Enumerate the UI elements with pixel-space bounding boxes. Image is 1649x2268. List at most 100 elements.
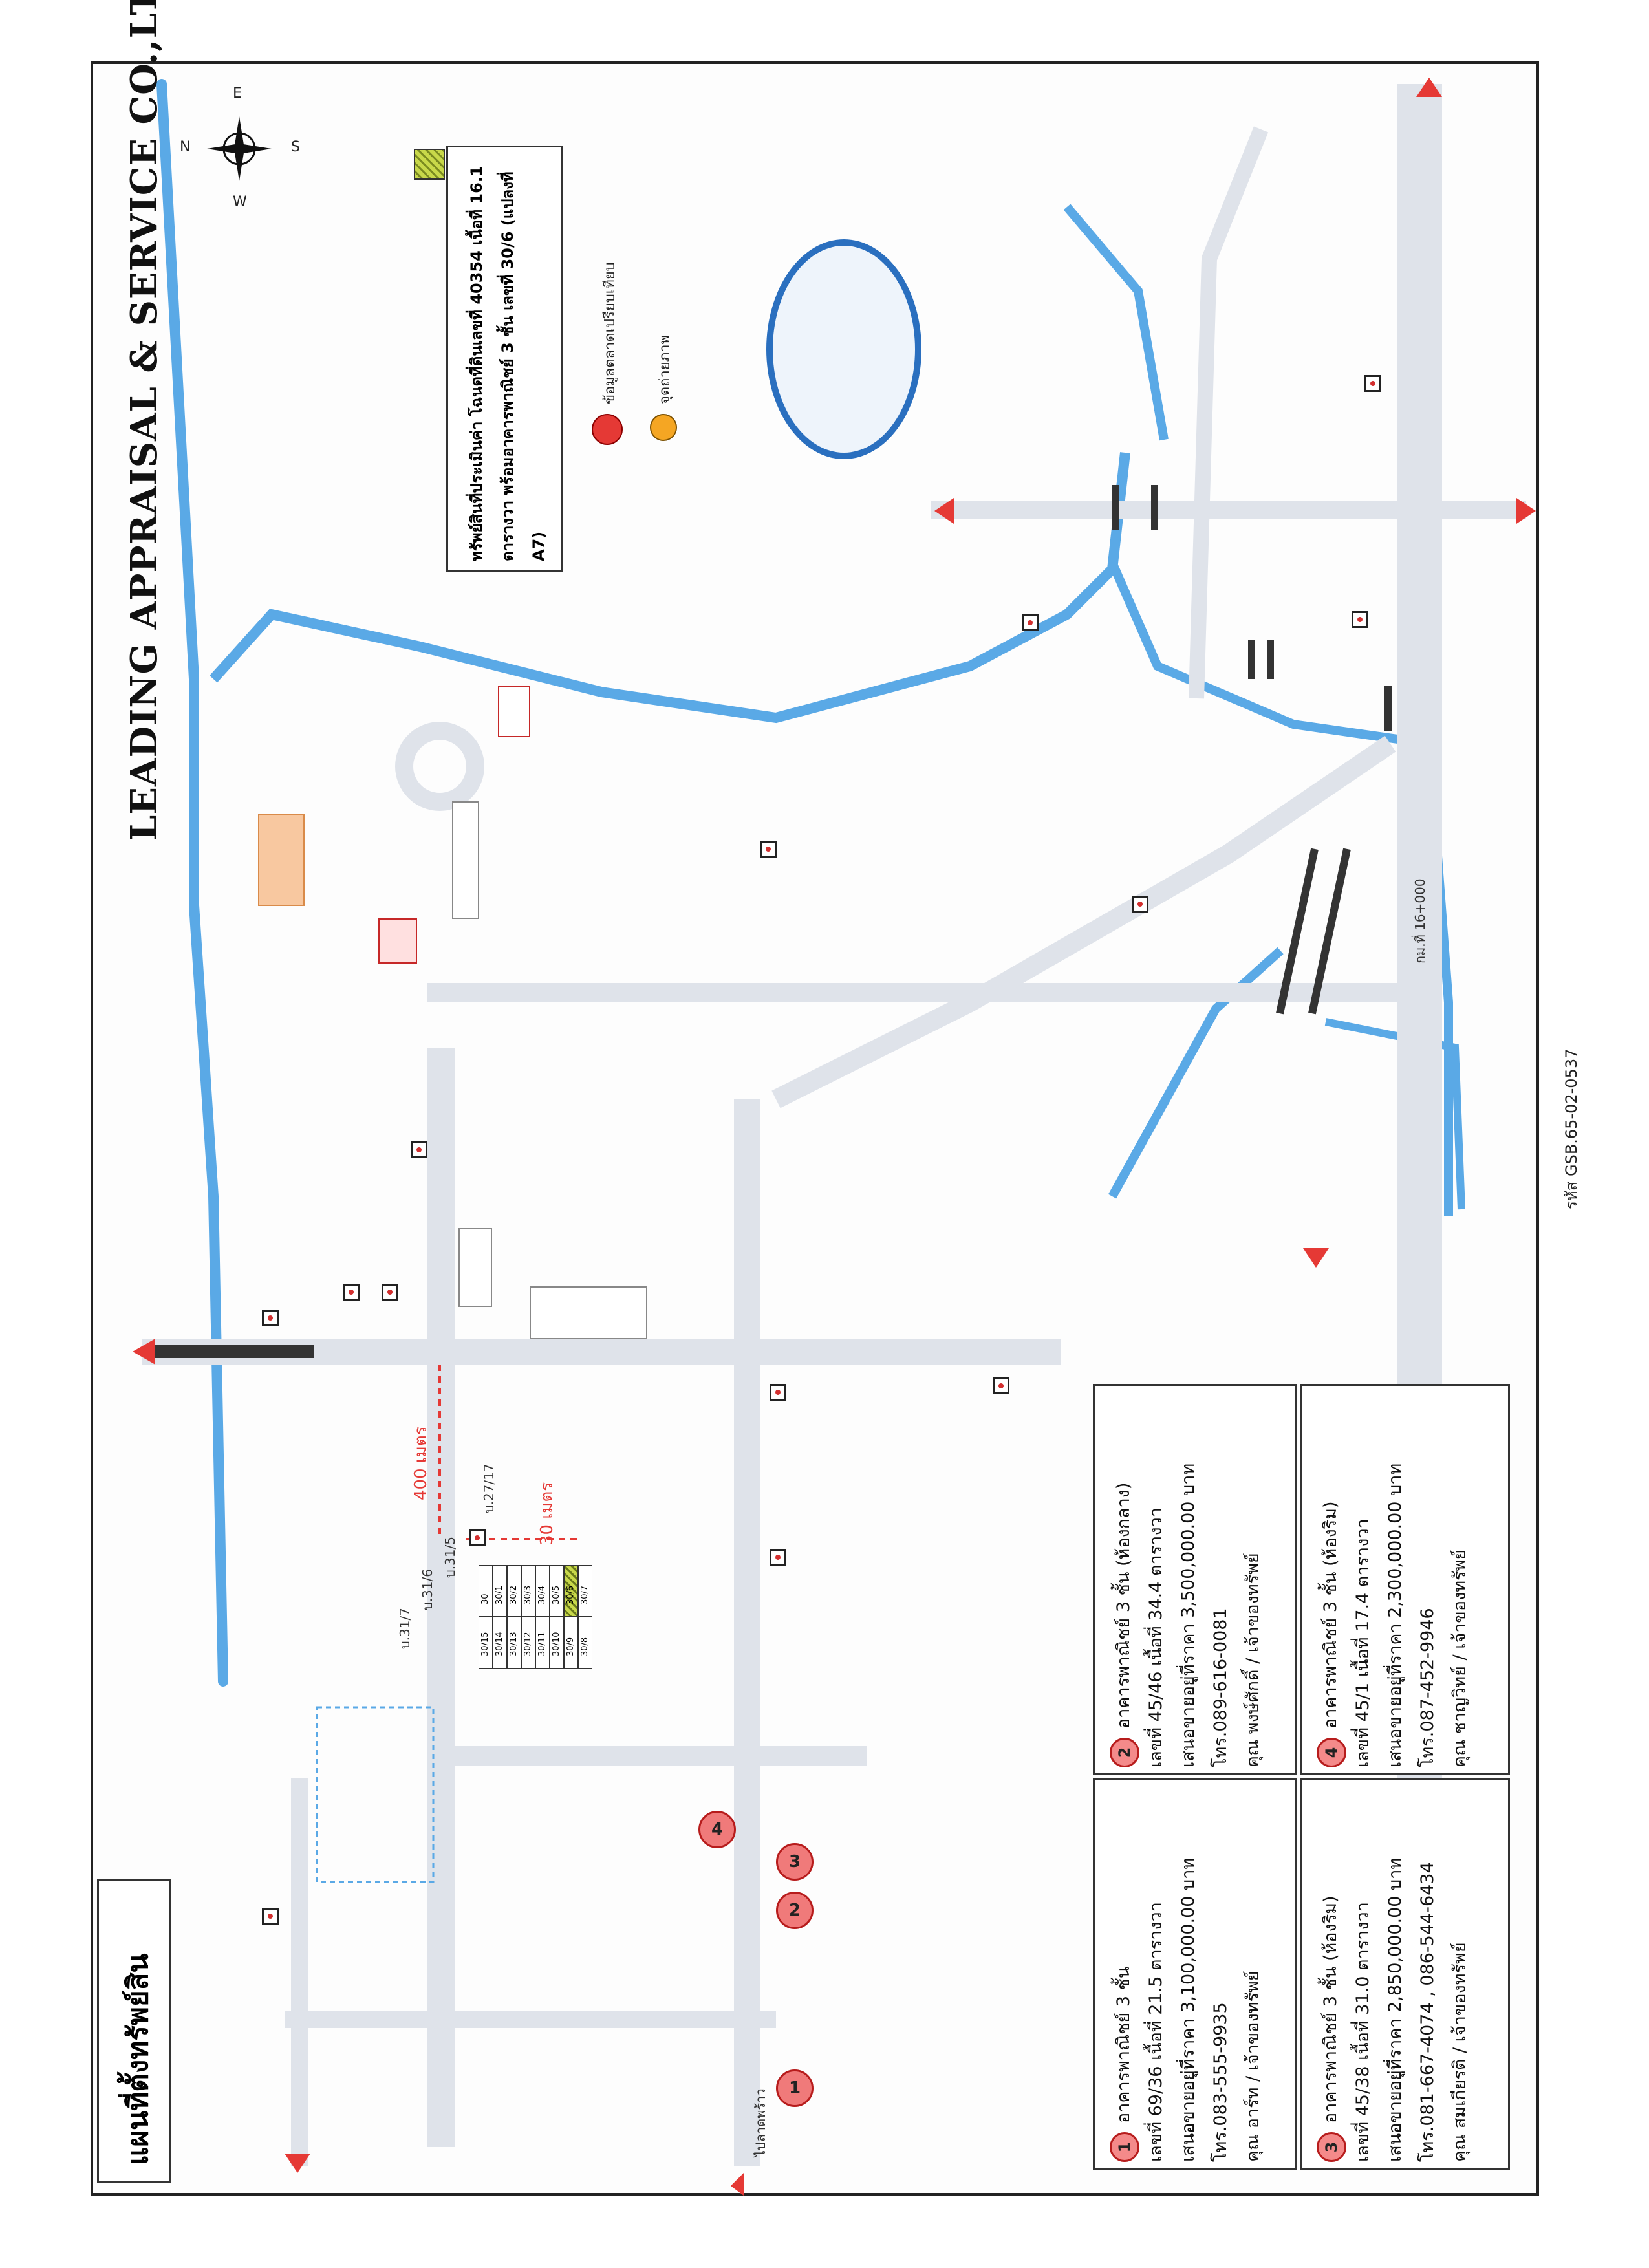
bridge-bar-5	[1276, 848, 1319, 1015]
road-bottom-h	[285, 2011, 776, 2028]
arrow-top-right	[1416, 78, 1442, 97]
legend-subject-box: ทรัพย์สินที่ประเมินค่า โฉนดที่ดินเลขที่ …	[446, 146, 563, 572]
distance-side: 30 เมตร	[537, 1482, 557, 1546]
plot-cell: 30/13	[507, 1617, 521, 1669]
building-block-3	[452, 801, 479, 919]
bridge-bar-2	[146, 1345, 314, 1352]
road-upper-h	[931, 501, 1526, 519]
plot-cell: 30/2	[507, 1565, 521, 1617]
legend-comparable-text: ข้อมูลตลาดเปรียบเทียบ	[602, 262, 618, 404]
poi-pin	[993, 1377, 1009, 1394]
poi-pin	[262, 1310, 279, 1326]
plot-label: 30/8	[580, 1637, 590, 1656]
plot-cell: 30/1	[493, 1565, 507, 1617]
plot-cell: 30/8	[578, 1617, 592, 1669]
market-marker-1: 1	[776, 2069, 814, 2107]
poi-pin	[469, 1529, 486, 1546]
label-house-31-5: บ.31/5	[442, 1537, 458, 1578]
market-2-line5: คุณ พงษ์ศักดิ์ / เจ้าของทรัพย์	[1243, 1553, 1263, 1767]
road-east-link	[1189, 126, 1269, 699]
market-1-line1: อาคารพาณิชย์ 3 ชั้น	[1114, 1966, 1134, 2123]
market-4-line4: โทร.087-452-9946	[1417, 1608, 1438, 1767]
plot-label: 30/11	[537, 1632, 547, 1656]
bridge-bar-9	[1384, 686, 1392, 731]
market-2-number: 2	[1109, 1738, 1139, 1767]
compass-south: S	[291, 139, 300, 155]
market-1-line3: เสนอขายอยู่ที่ราคา 3,100,000.00 บาท	[1178, 1857, 1198, 2162]
compass-rose: N S E W	[180, 85, 300, 210]
legend-subject-swatch	[414, 149, 445, 180]
poi-pin	[1352, 611, 1368, 628]
plot-label: 30/15	[480, 1632, 490, 1656]
plot-label: 30/4	[537, 1585, 547, 1604]
market-2-line4: โทร.089-616-0081	[1211, 1608, 1231, 1767]
bridge-bar-8	[1267, 640, 1274, 679]
compass-east: E	[233, 85, 242, 102]
market-4-line1: อาคารพาณิชย์ 3 ชั้น (ห้องริม)	[1320, 1501, 1341, 1729]
river-canal-southeast	[1324, 1018, 1465, 1210]
building-block-1	[530, 1286, 647, 1339]
market-marker-2: 2	[776, 1892, 814, 1929]
bridge-bar-7	[1248, 640, 1255, 679]
plot-label: 30/5	[552, 1585, 561, 1604]
legend-subject-text: ทรัพย์สินที่ประเมินค่า โฉนดที่ดินเลขที่ …	[468, 166, 548, 561]
poi-pin	[262, 1908, 279, 1925]
plot-label: 30/3	[523, 1585, 533, 1604]
company-name: LEADING APPRAISAL & SERVICE CO.,LTD.	[123, 0, 166, 841]
arrow-bottom-right	[1303, 1248, 1329, 1268]
poi-pin	[1364, 375, 1381, 392]
arrow-bottom-left	[285, 2154, 310, 2173]
poi-pin	[770, 1384, 786, 1401]
market-1-line4: โทร.083-555-9935	[1211, 2002, 1231, 2162]
market-box-3: 3อาคารพาณิชย์ 3 ชั้น (ห้องริม) เลขที่ 45…	[1300, 1778, 1510, 2170]
plot-cell: 30/10	[550, 1617, 564, 1669]
map-title: แผนที่ตั้งทรัพย์สิน	[122, 1953, 155, 2165]
main-road-vertical-right	[734, 1099, 760, 2166]
river-canal-left	[156, 79, 228, 1687]
plot-cell: 30/11	[535, 1617, 550, 1669]
arrow-west-main	[133, 1339, 155, 1365]
bridge-bar-6	[1308, 848, 1351, 1015]
market-3-line1: อาคารพาณิชย์ 3 ชั้น (ห้องริม)	[1320, 1895, 1341, 2123]
compass-west: W	[233, 194, 247, 210]
label-house-31-7: บ.31/7	[397, 1608, 413, 1649]
river-canal-south	[1108, 947, 1284, 1199]
plot-cell: 30/5	[550, 1565, 564, 1617]
bridge-bar-4	[1151, 485, 1158, 530]
river-canal-east	[1063, 204, 1169, 441]
bridge-bar-1	[146, 1352, 314, 1358]
plot-label: 30	[480, 1593, 490, 1604]
plot-label: 30/9	[566, 1637, 576, 1656]
arrow-to-lat-phrao	[731, 2173, 744, 2196]
market-3-number: 3	[1316, 2132, 1346, 2162]
market-4-number: 4	[1316, 1738, 1346, 1767]
compass-north: N	[180, 139, 191, 155]
plot-cell: 30/15	[479, 1617, 493, 1669]
poi-pin	[760, 841, 777, 858]
temple-zone	[316, 1706, 435, 1883]
label-house-27-17: บ.27/17	[481, 1463, 497, 1513]
plot-cell: 30/4	[535, 1565, 550, 1617]
leading-logo	[766, 239, 921, 459]
label-km-marker: กม.ที่ 16+000	[1412, 878, 1428, 964]
plot-label: 30/7	[580, 1585, 590, 1604]
road-lower-h	[427, 1746, 867, 1766]
market-2-line2: เลขที่ 45/46 เนื้อที่ 34.4 ตารางวา	[1146, 1507, 1166, 1767]
market-box-4: 4อาคารพาณิชย์ 3 ชั้น (ห้องริม) เลขที่ 45…	[1300, 1384, 1510, 1775]
market-marker-3: 3	[776, 1843, 814, 1881]
bridge-bar-3	[1112, 485, 1119, 530]
bank-icon	[498, 686, 530, 737]
market-2-line1: อาคารพาณิชย์ 3 ชั้น (ห้องกลาง)	[1114, 1482, 1134, 1729]
road-mid-h	[427, 983, 1429, 1002]
poi-pin	[770, 1549, 786, 1566]
plot-label: 30/10	[552, 1632, 561, 1656]
plot-cell: 30/6	[564, 1565, 578, 1617]
plot-cell: 30	[479, 1565, 493, 1617]
label-to-lat-phrao: ไปลาดพร้าว	[753, 2088, 768, 2157]
market-3-line4: โทร.081-667-4074 , 086-544-6434	[1417, 1862, 1438, 2162]
seven-eleven-icon	[378, 918, 417, 964]
poi-pin	[411, 1141, 427, 1158]
legend-photo-text: จุดถ่ายภาพ	[657, 334, 673, 404]
plot-cell: 30/9	[564, 1617, 578, 1669]
